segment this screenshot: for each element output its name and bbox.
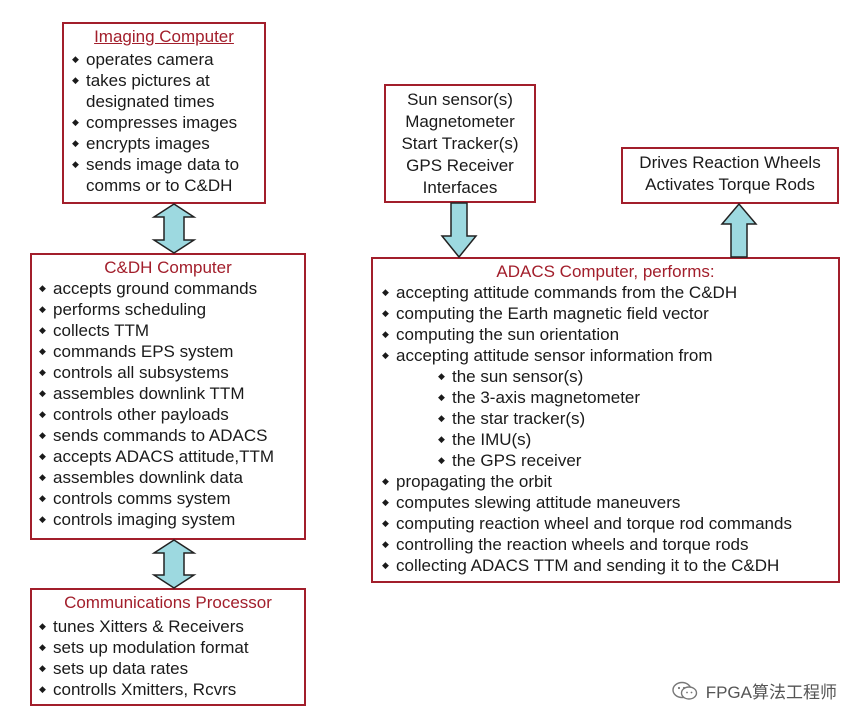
communications-processor-list: tunes Xitters & Receiverssets up modulat… bbox=[37, 616, 304, 700]
imaging-computer-title: Imaging Computer bbox=[94, 27, 234, 46]
sensors-line: Magnetometer bbox=[405, 112, 515, 131]
cdh-item: assembles downlink data bbox=[37, 467, 304, 488]
imaging-computer-box: Imaging Computer operates cameratakes pi… bbox=[62, 22, 266, 204]
cdh-item: controls all subsystems bbox=[37, 362, 304, 383]
watermark-text: FPGA算法工程师 bbox=[705, 683, 837, 702]
adacs-item: computing the sun orientation bbox=[380, 324, 838, 345]
adacs-subitem: the GPS receiver bbox=[380, 450, 838, 471]
adacs-item: accepting attitude sensor information fr… bbox=[380, 345, 838, 366]
cdh-computer-title: C&DH Computer bbox=[104, 258, 232, 277]
imaging-item: compresses images bbox=[70, 112, 264, 133]
sensors-line: GPS Receiver bbox=[406, 156, 514, 175]
actuators-line: Activates Torque Rods bbox=[645, 175, 815, 194]
cdh-item: controls comms system bbox=[37, 488, 304, 509]
cdh-item: controls imaging system bbox=[37, 509, 304, 530]
imaging-item: comms or to C&DH bbox=[86, 176, 233, 195]
cdh-computer-box: C&DH Computer accepts ground commandsper… bbox=[30, 253, 306, 540]
imaging-computer-list: operates cameratakes pictures atdesignat… bbox=[70, 49, 264, 196]
cdh-item: accepts ground commands bbox=[37, 278, 304, 299]
adacs-subitem: the sun sensor(s) bbox=[380, 366, 838, 387]
comms-item: sets up data rates bbox=[37, 658, 304, 679]
cdh-item: assembles downlink TTM bbox=[37, 383, 304, 404]
watermark: FPGA算法工程师 bbox=[672, 678, 837, 703]
arrow-sensors-to-adacs bbox=[440, 202, 478, 259]
arrow-adacs-to-actuators bbox=[720, 202, 758, 258]
adacs-item: propagating the orbit bbox=[380, 471, 838, 492]
imaging-item: takes pictures at bbox=[70, 70, 264, 91]
adacs-computer-list: accepting attitude commands from the C&D… bbox=[380, 282, 838, 576]
cdh-item: commands EPS system bbox=[37, 341, 304, 362]
imaging-item: sends image data to bbox=[70, 154, 264, 175]
cdh-item: sends commands to ADACS bbox=[37, 425, 304, 446]
adacs-item: accepting attitude commands from the C&D… bbox=[380, 282, 838, 303]
cdh-item: accepts ADACS attitude,TTM bbox=[37, 446, 304, 467]
adacs-item: computing the Earth magnetic field vecto… bbox=[380, 303, 838, 324]
actuators-line: Drives Reaction Wheels bbox=[639, 153, 821, 172]
double-arrow-cdh-comms bbox=[151, 539, 197, 589]
adacs-item: controlling the reaction wheels and torq… bbox=[380, 534, 838, 555]
cdh-item: collects TTM bbox=[37, 320, 304, 341]
imaging-item: encrypts images bbox=[70, 133, 264, 154]
imaging-item: operates camera bbox=[70, 49, 264, 70]
sensors-line: Interfaces bbox=[422, 178, 498, 197]
communications-processor-title: Communications Processor bbox=[64, 593, 272, 612]
double-arrow-imaging-cdh bbox=[151, 203, 197, 254]
cdh-item: controls other payloads bbox=[37, 404, 304, 425]
comms-item: tunes Xitters & Receivers bbox=[37, 616, 304, 637]
comms-item: controlls Xmitters, Rcvrs bbox=[37, 679, 304, 700]
adacs-subitem: the 3-axis magnetometer bbox=[380, 387, 838, 408]
adacs-subitem: the star tracker(s) bbox=[380, 408, 838, 429]
comms-item: sets up modulation format bbox=[37, 637, 304, 658]
communications-processor-box: Communications Processor tunes Xitters &… bbox=[30, 588, 306, 706]
adacs-subitem: the IMU(s) bbox=[380, 429, 838, 450]
adacs-computer-title: ADACS Computer, performs: bbox=[496, 262, 715, 281]
adacs-item: computing reaction wheel and torque rod … bbox=[380, 513, 838, 534]
sensors-line: Sun sensor(s) bbox=[407, 90, 513, 109]
cdh-computer-list: accepts ground commandsperforms scheduli… bbox=[37, 278, 304, 530]
wechat-icon bbox=[672, 681, 697, 700]
adacs-item: collecting ADACS TTM and sending it to t… bbox=[380, 555, 838, 576]
sensors-line: Start Tracker(s) bbox=[401, 134, 519, 153]
cdh-item: performs scheduling bbox=[37, 299, 304, 320]
adacs-item: computes slewing attitude maneuvers bbox=[380, 492, 838, 513]
imaging-item: designated times bbox=[86, 92, 215, 111]
adacs-computer-box: ADACS Computer, performs: accepting atti… bbox=[371, 257, 840, 583]
